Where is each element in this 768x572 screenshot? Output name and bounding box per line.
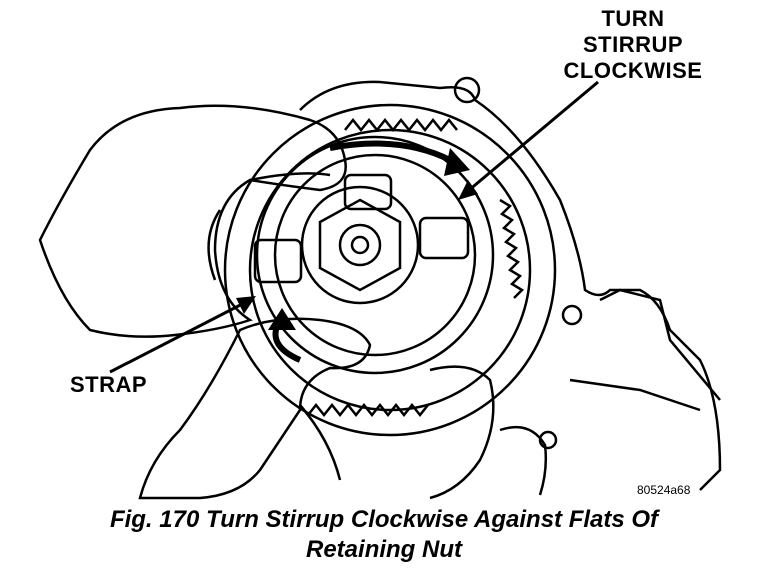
right-hand: [138, 317, 372, 500]
callout-turn-line: STIRRUP: [582, 32, 684, 57]
housing-flange: [453, 76, 481, 104]
rotation-arrowhead-top: [444, 148, 470, 176]
callout-leader-turn-head: [458, 180, 478, 200]
ring-gear-inner: [248, 128, 532, 412]
stirrup-lug: [343, 173, 393, 211]
rotation-arrow-top: [329, 140, 452, 163]
callout-leader-strap: [109, 298, 251, 374]
ring-gear-outer: [223, 103, 557, 437]
left-hand: [38, 104, 347, 338]
figure-caption: Fig. 170 Turn Stirrup Clockwise Against …: [0, 505, 768, 565]
left-hand-finger: [249, 172, 331, 182]
left-hand-finger: [207, 209, 222, 281]
stirrup-lug: [253, 238, 303, 284]
gear-assembly-illustration: [38, 76, 722, 500]
right-hand-thumb: [299, 404, 342, 481]
gear-teeth: [499, 198, 525, 299]
rotation-arrowhead-bottom: [268, 308, 296, 330]
caption-line: Retaining Nut: [306, 536, 462, 563]
lower-housing: [569, 378, 701, 412]
shaft-center: [338, 223, 382, 267]
housing-bolt-hole: [561, 304, 583, 326]
retaining-nut: [318, 198, 402, 292]
lower-housing: [599, 288, 721, 401]
figure-id: 80524a68: [637, 483, 691, 497]
callout-turn-line: TURN: [601, 6, 665, 31]
callout-strap: STRAP: [70, 372, 148, 397]
callout-turn-line: CLOCKWISE: [563, 58, 703, 83]
gear-teeth: [344, 117, 458, 133]
gear-teeth: [299, 402, 429, 418]
clutch-drum: [273, 153, 477, 357]
stirrup-lug: [418, 216, 470, 260]
clutch-housing: [255, 135, 495, 375]
right-hand-finger: [499, 425, 548, 496]
callout-turn-stirrup-clockwise: TURN STIRRUP CLOCKWISE: [548, 6, 718, 84]
caption-line: Fig. 170 Turn Stirrup Clockwise Against …: [109, 506, 659, 533]
housing-outline: [299, 80, 722, 491]
callout-leader-turn: [461, 80, 599, 198]
shaft-bore: [350, 235, 370, 255]
right-hand-finger: [429, 365, 495, 500]
callout-leader-strap-head: [236, 296, 256, 314]
